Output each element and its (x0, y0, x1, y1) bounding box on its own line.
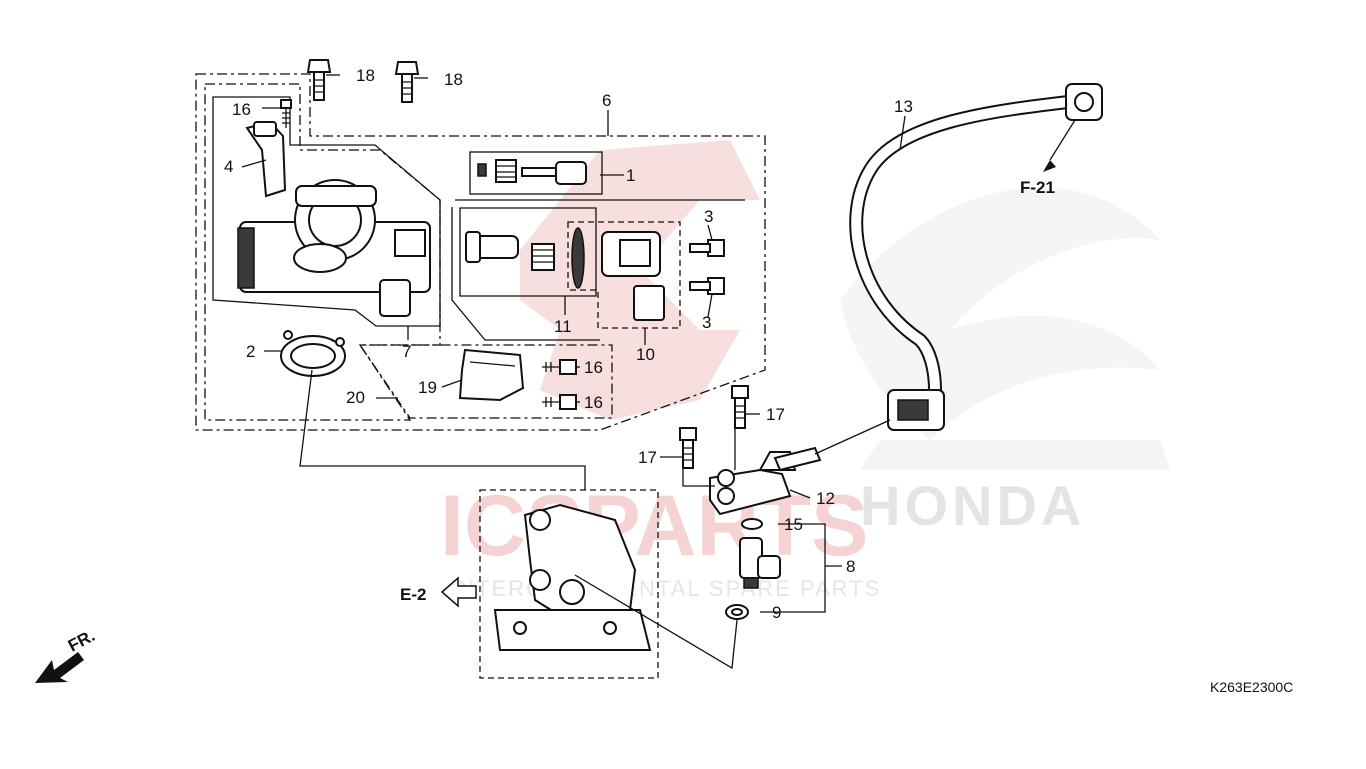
label-19: 19 (418, 378, 437, 397)
bolt-17-b (679, 427, 697, 469)
watermark-tagline: INTERCONTINENTAL SPARE PARTS (450, 576, 881, 601)
bolt-18-b (394, 61, 420, 103)
wing-logo (840, 187, 1170, 470)
screw-16-low (542, 394, 577, 410)
sensor-10 (601, 231, 665, 321)
ref-e2: E-2 (400, 585, 426, 604)
ref-f21: F-21 (1020, 178, 1055, 197)
label-16b: 16 (584, 358, 603, 377)
label-4: 4 (224, 157, 233, 176)
group-frames (195, 73, 766, 679)
injector-8 (739, 537, 781, 589)
label-20: 20 (346, 388, 365, 407)
label-11: 11 (554, 317, 572, 336)
label-17a: 17 (766, 405, 785, 424)
label-6: 6 (602, 91, 611, 110)
idle-valve-1 (477, 159, 587, 185)
watermark-maker: HONDA (860, 474, 1085, 537)
sensor-parts-11 (465, 227, 585, 289)
label-8: 8 (846, 557, 855, 576)
label-13: 13 (894, 97, 913, 116)
screw-3-bottom (689, 277, 725, 295)
label-12: 12 (816, 489, 835, 508)
throttle-body (237, 179, 431, 317)
diagram-code: K263E2300C (1210, 679, 1293, 695)
seal-15 (741, 518, 763, 530)
watermark-brand: ICSPARTS (440, 478, 868, 574)
leader-lines (241, 74, 906, 670)
ref-front: FR. (65, 626, 98, 656)
harness-13 (849, 83, 1103, 431)
bolt-17-a (731, 385, 749, 429)
label-16a: 16 (232, 100, 251, 119)
bracket-4 (245, 120, 287, 198)
cover-19 (458, 348, 525, 402)
label-1: 1 (626, 166, 635, 185)
bolt-18-a (306, 59, 332, 101)
callout-labels: 18 18 16 4 6 1 3 3 11 10 7 2 19 20 16 16… (224, 66, 913, 622)
label-15: 15 (784, 515, 803, 534)
label-7: 7 (402, 342, 411, 361)
gear-mark (520, 140, 760, 420)
label-10: 10 (636, 345, 655, 364)
label-16c: 16 (584, 393, 603, 412)
label-18b: 18 (444, 70, 463, 89)
label-9: 9 (772, 603, 781, 622)
e2-arrow-icon (440, 576, 477, 608)
label-3b: 3 (702, 313, 711, 332)
gasket-2 (280, 330, 346, 377)
label-18a: 18 (356, 66, 375, 85)
label-17b: 17 (638, 448, 657, 467)
screw-16-top (280, 99, 292, 128)
label-2: 2 (246, 342, 255, 361)
screw-3-top (689, 239, 725, 257)
watermark: ICSPARTS INTERCONTINENTAL SPARE PARTS HO… (440, 140, 1170, 601)
injector-holder-12 (709, 419, 891, 516)
seal-9 (725, 604, 749, 620)
label-3a: 3 (704, 207, 713, 226)
front-arrow-icon (35, 652, 84, 683)
